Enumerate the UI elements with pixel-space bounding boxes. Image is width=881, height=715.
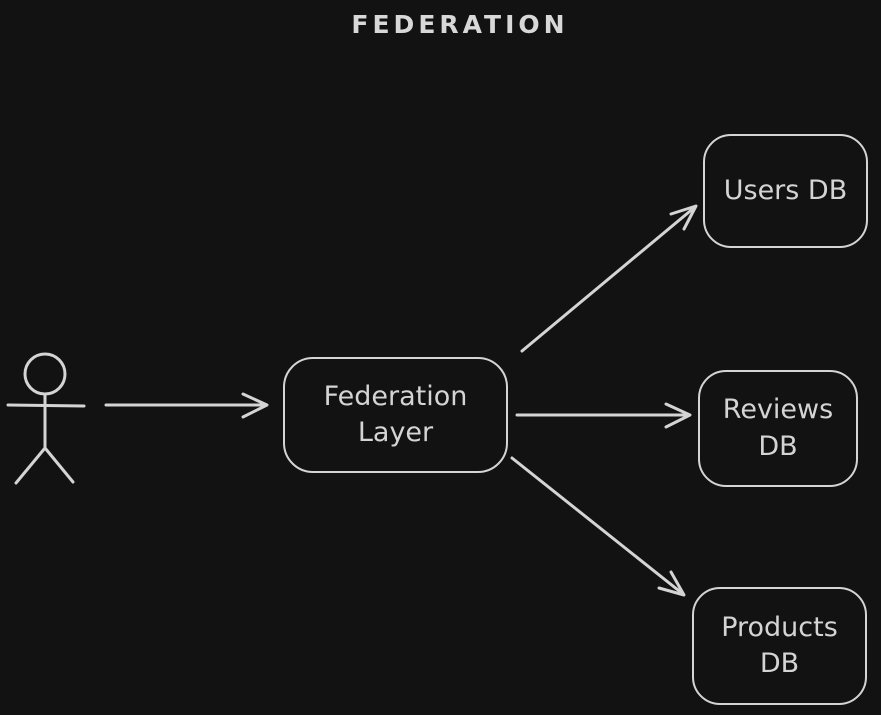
actor-icon bbox=[6, 352, 86, 485]
arrow-federation-to-products-db bbox=[510, 456, 686, 597]
node-users-db-label: Users DB bbox=[723, 174, 848, 206]
node-federation-layer: Federation Layer bbox=[283, 357, 508, 473]
diagram-title: FEDERATION bbox=[351, 10, 569, 39]
arrow-federation-to-reviews-db bbox=[515, 402, 692, 429]
arrow-actor-to-federation bbox=[104, 392, 269, 419]
node-users-db: Users DB bbox=[703, 134, 868, 248]
node-federation-layer-label: Federation Layer bbox=[323, 380, 468, 448]
arrow-federation-to-users-db bbox=[520, 204, 698, 353]
node-reviews-db-label: Reviews DB bbox=[722, 394, 834, 462]
node-products-db-label: Products DB bbox=[721, 611, 838, 679]
node-reviews-db: Reviews DB bbox=[698, 370, 858, 487]
node-products-db: Products DB bbox=[692, 587, 867, 705]
